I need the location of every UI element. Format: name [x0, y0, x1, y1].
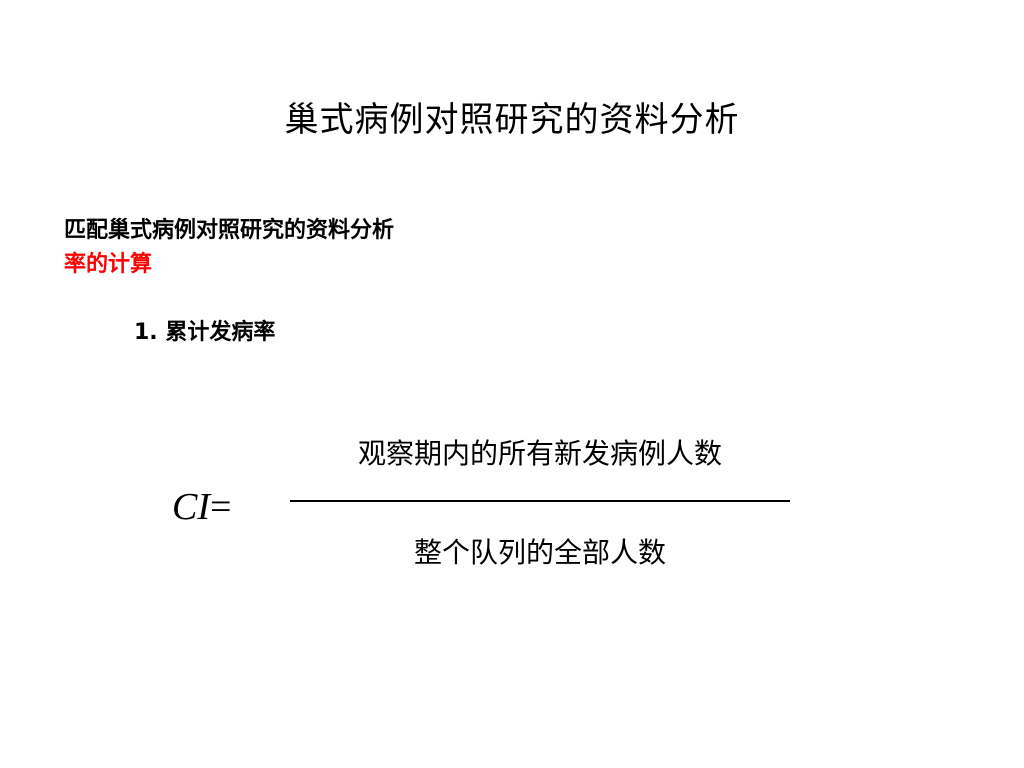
formula-numerator: 观察期内的所有新发病例人数 — [357, 437, 722, 470]
slide-title: 巢式病例对照研究的资料分析 — [284, 100, 740, 140]
formula-variable: CI — [172, 486, 210, 528]
fraction-bar — [290, 500, 790, 502]
subsection-heading: 率的计算 — [64, 252, 153, 277]
section-heading: 匹配巢式病例对照研究的资料分析 — [64, 218, 395, 243]
formula-lhs: CI= — [172, 482, 231, 532]
formula-equals: = — [210, 486, 232, 528]
formula-denominator: 整个队列的全部人数 — [413, 536, 666, 569]
list-item-cumulative-incidence: 1. 累计发病率 — [134, 320, 276, 345]
